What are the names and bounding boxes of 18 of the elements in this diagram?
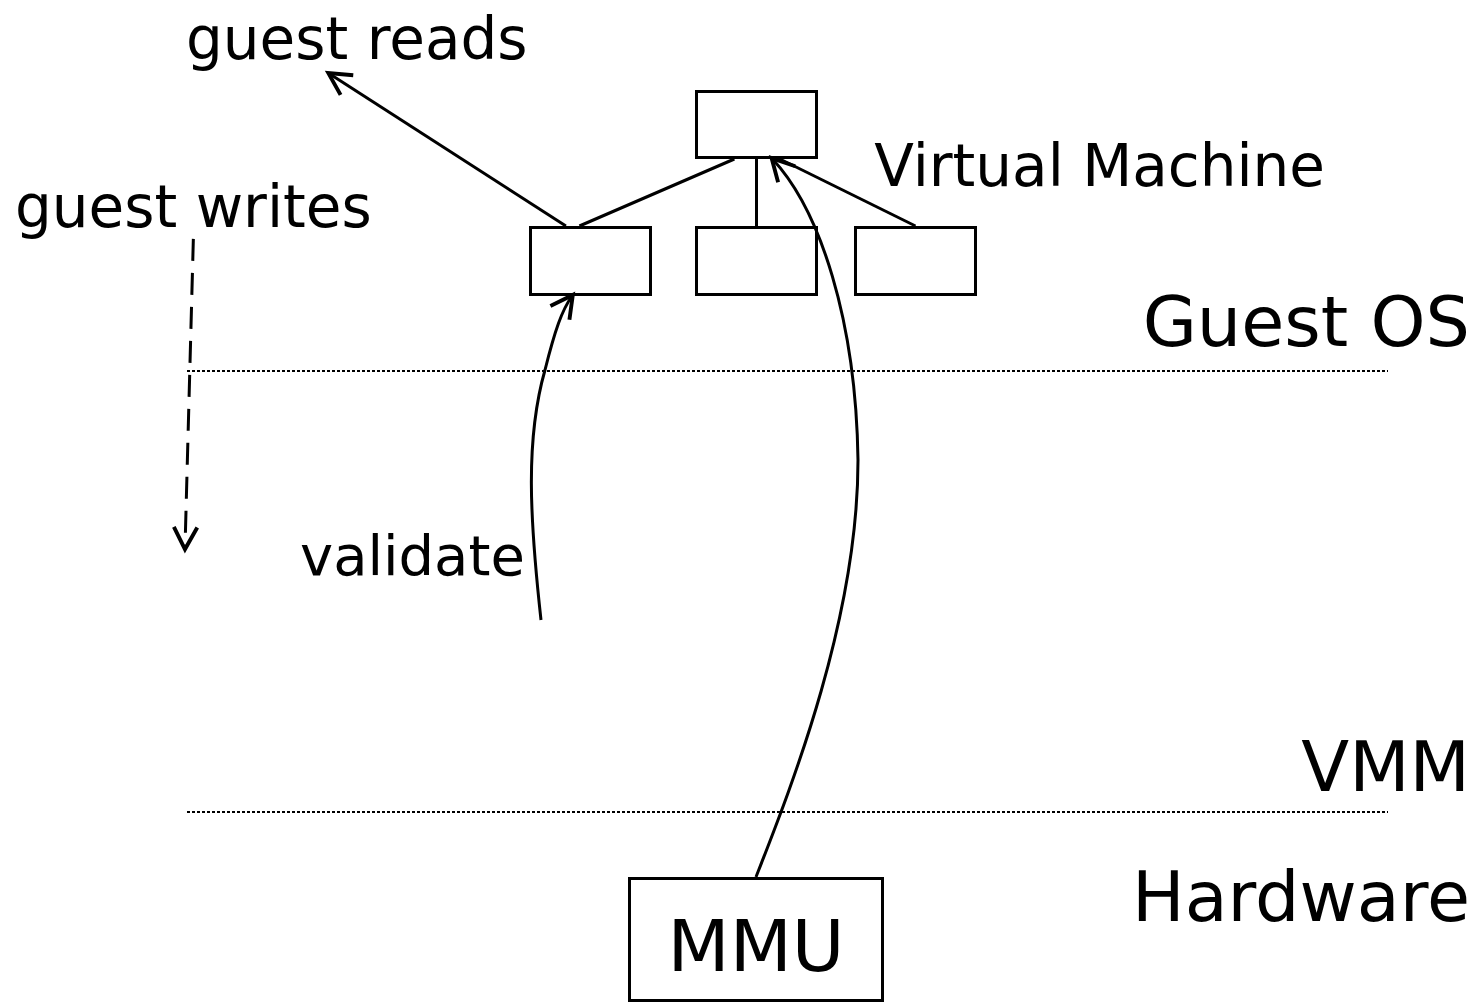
connector-line xyxy=(755,159,758,226)
hardware-box xyxy=(628,877,884,1002)
empty-box xyxy=(529,226,652,296)
arrow xyxy=(529,292,575,621)
empty-box xyxy=(854,226,977,296)
empty-box xyxy=(695,90,818,159)
connector-line xyxy=(779,157,917,228)
empty-box xyxy=(695,226,818,296)
edge-label: validate xyxy=(300,528,525,584)
arrow xyxy=(754,156,860,878)
layer-label: VMM xyxy=(1301,732,1470,802)
arrow xyxy=(326,71,567,228)
connector-line xyxy=(578,157,735,228)
layer-label: Guest OS xyxy=(1142,287,1470,357)
layer-label: Virtual Machine xyxy=(874,137,1325,195)
layer-label: Hardware xyxy=(1132,862,1470,932)
arrow xyxy=(171,238,200,552)
box-label: MMU xyxy=(666,910,846,982)
